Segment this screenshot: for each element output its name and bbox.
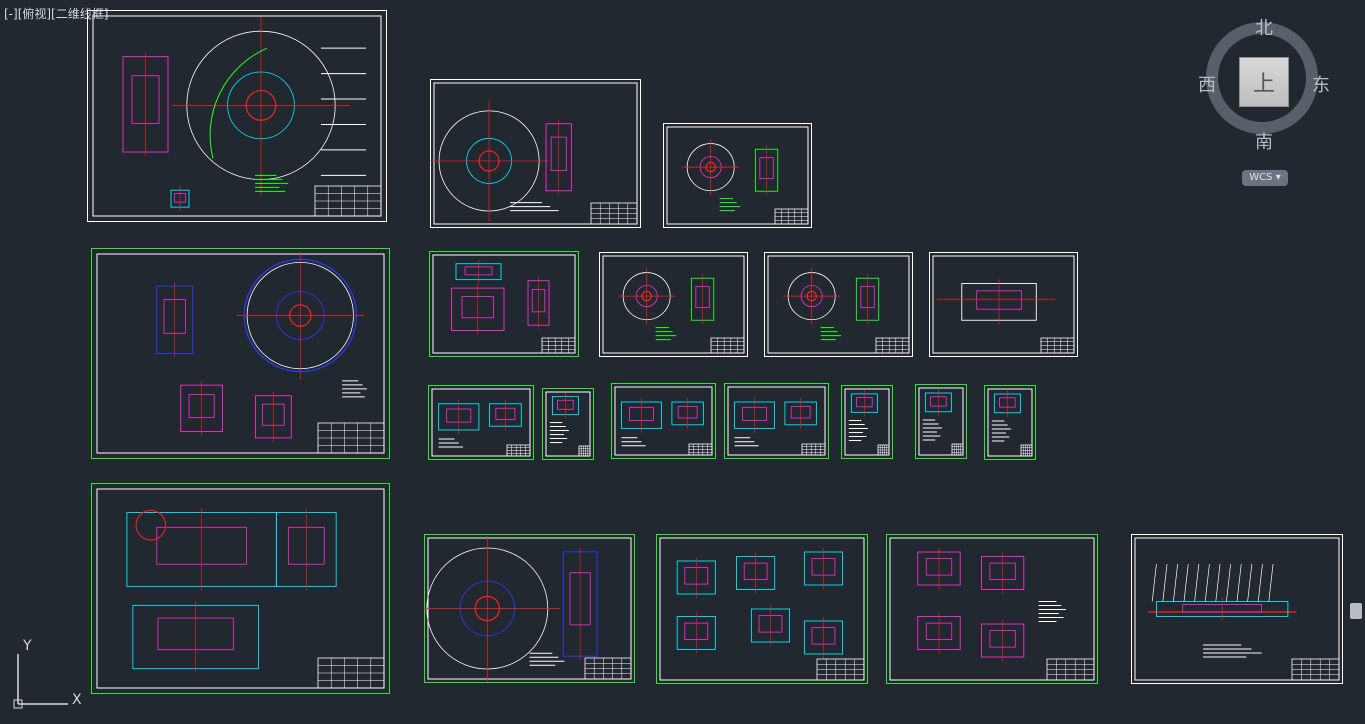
- viewcube-south[interactable]: 南: [1255, 132, 1273, 153]
- drawing-sheet[interactable]: [663, 123, 812, 228]
- drawing-sheet[interactable]: [1131, 534, 1343, 684]
- ucs-y-label: Y: [22, 638, 32, 654]
- sheet-graphic: [724, 383, 829, 459]
- sheet-graphic: [429, 251, 579, 357]
- drawing-sheet[interactable]: [428, 385, 534, 460]
- ucs-icon: Y X: [10, 632, 90, 712]
- chevron-down-icon: ▾: [1275, 172, 1281, 183]
- sheet-graphic: [430, 79, 641, 228]
- sheet-graphic: [91, 248, 390, 459]
- sheet-graphic: [841, 385, 893, 459]
- wcs-label: WCS: [1249, 172, 1273, 183]
- sheet-graphic: [428, 385, 534, 460]
- drawing-sheet[interactable]: [430, 79, 641, 228]
- drawing-sheet[interactable]: [984, 385, 1036, 460]
- drawing-sheet[interactable]: [841, 385, 893, 459]
- sheet-graphic: [542, 388, 594, 460]
- viewcube-top-face[interactable]: 上: [1239, 57, 1289, 107]
- drawing-sheet[interactable]: [87, 10, 387, 222]
- drawing-sheet[interactable]: [542, 388, 594, 460]
- viewcube-west[interactable]: 西: [1198, 75, 1216, 96]
- sheet-graphic: [611, 383, 716, 459]
- ucs-axes-icon: Y X: [13, 638, 82, 709]
- viewport-label[interactable]: [-][俯视][二维线框]: [4, 7, 109, 21]
- wcs-menu-button[interactable]: WCS ▾: [1242, 170, 1288, 186]
- sheet-graphic: [886, 534, 1098, 684]
- drawing-sheet[interactable]: [599, 252, 748, 357]
- sheet-graphic: [1131, 534, 1343, 684]
- viewcube-north[interactable]: 北: [1255, 18, 1273, 39]
- sheet-graphic: [87, 10, 387, 222]
- drawing-sheet[interactable]: [724, 383, 829, 459]
- sheet-graphic: [656, 534, 868, 684]
- sheet-graphic: [764, 252, 913, 357]
- sheet-graphic: [424, 534, 635, 683]
- vertical-scrollbar-thumb[interactable]: [1350, 603, 1362, 619]
- drawing-sheet[interactable]: [91, 483, 390, 694]
- sheet-graphic: [91, 483, 390, 694]
- drawing-sheet[interactable]: [611, 383, 716, 459]
- sheet-graphic: [915, 384, 967, 459]
- sheet-graphic: [929, 252, 1078, 357]
- drawing-sheet[interactable]: [886, 534, 1098, 684]
- viewcube-east[interactable]: 东: [1312, 75, 1330, 96]
- sheet-graphic: [599, 252, 748, 357]
- drawing-sheet[interactable]: [656, 534, 868, 684]
- drawing-sheet[interactable]: [764, 252, 913, 357]
- drawing-sheet[interactable]: [424, 534, 635, 683]
- viewcube[interactable]: 上 北 南 东 西 WCS ▾: [1198, 18, 1360, 193]
- drawing-sheet[interactable]: [915, 384, 967, 459]
- drawing-sheet[interactable]: [91, 248, 390, 459]
- ucs-x-label: X: [72, 692, 82, 708]
- drawing-sheet[interactable]: [429, 251, 579, 357]
- sheet-graphic: [984, 385, 1036, 460]
- drawing-sheet[interactable]: [929, 252, 1078, 357]
- sheet-graphic: [663, 123, 812, 228]
